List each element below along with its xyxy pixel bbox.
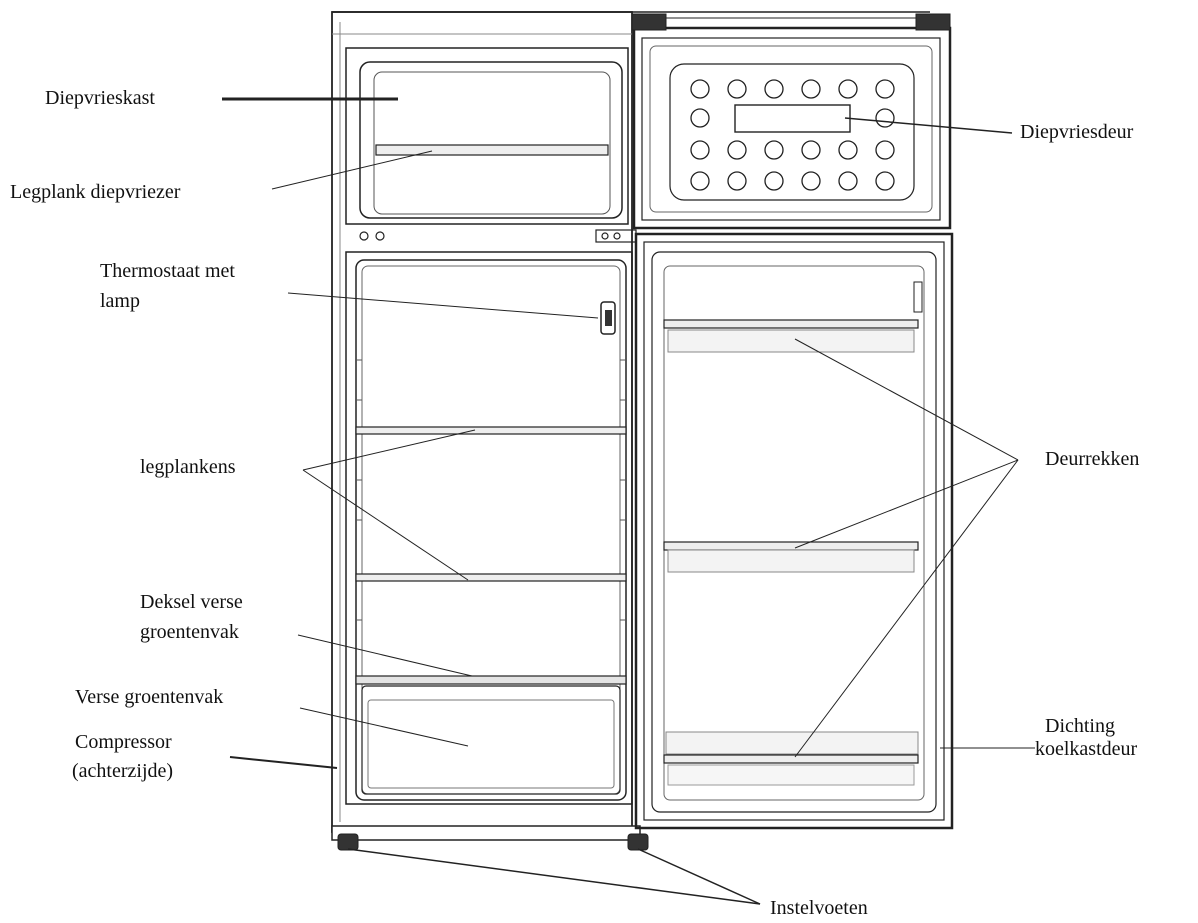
leader-thermostaat [287,292,599,319]
fridge-shelf-lower [355,573,627,582]
control-knobs [359,229,637,243]
door-rack-middle [663,541,919,573]
label-legplankens: legplankens [140,456,236,478]
label-deurrekken: Deurrekken [1045,448,1139,470]
fridge-door [634,232,954,830]
leader-lines [222,97,1035,905]
leveling-foot-left [337,833,359,851]
crisper-cover [355,675,627,685]
label-diepvriesdeur: Diepvriesdeur [1020,121,1134,143]
label-verse-groentenvak: Verse groentenvak [75,686,223,708]
label-legplank-diepvriezer: Legplank diepvriezer [10,181,181,203]
label-compressor-line1: Compressor [75,731,172,753]
freezer-shelf [375,144,609,156]
label-dichting-line1: Dichting [1045,715,1115,737]
label-thermostaat-line1: Thermostaat met [100,260,235,282]
label-instelvoeten: Instelvoeten [770,897,868,919]
freezer-display [734,104,851,133]
label-compressor-line2: (achterzijde) [72,760,173,782]
leader-legplank-diepvriezer [271,150,433,190]
leader-compressor [229,756,338,769]
leader-legplankens [302,429,476,581]
leveling-foot-right [627,833,649,851]
label-diepvrieskast: Diepvrieskast [45,87,155,109]
label-deksel-line1: Deksel verse [140,591,243,613]
leader-deurrekken [794,338,1019,758]
leader-diepvriesdeur [844,117,1013,134]
label-dichting-line2: koelkastdeur [1035,738,1138,760]
fridge-compartment [345,251,633,805]
cabinet-body [331,11,930,833]
door-rack-bottom [663,731,919,786]
label-thermostaat-line2: lamp [100,290,140,312]
freezer-compartment [345,47,629,225]
base [331,825,649,851]
freezer-door [631,13,952,230]
crisper-drawer [361,685,621,795]
leader-verse-groentenvak [299,707,469,747]
label-deksel-line2: groentenvak [140,621,239,643]
leader-deksel [297,634,473,677]
fridge-shelf-upper [355,426,627,435]
door-rack-top [663,319,919,353]
leader-instelvoeten [347,848,761,905]
labels: Diepvrieskast Legplank diepvriezer Therm… [10,87,1139,919]
